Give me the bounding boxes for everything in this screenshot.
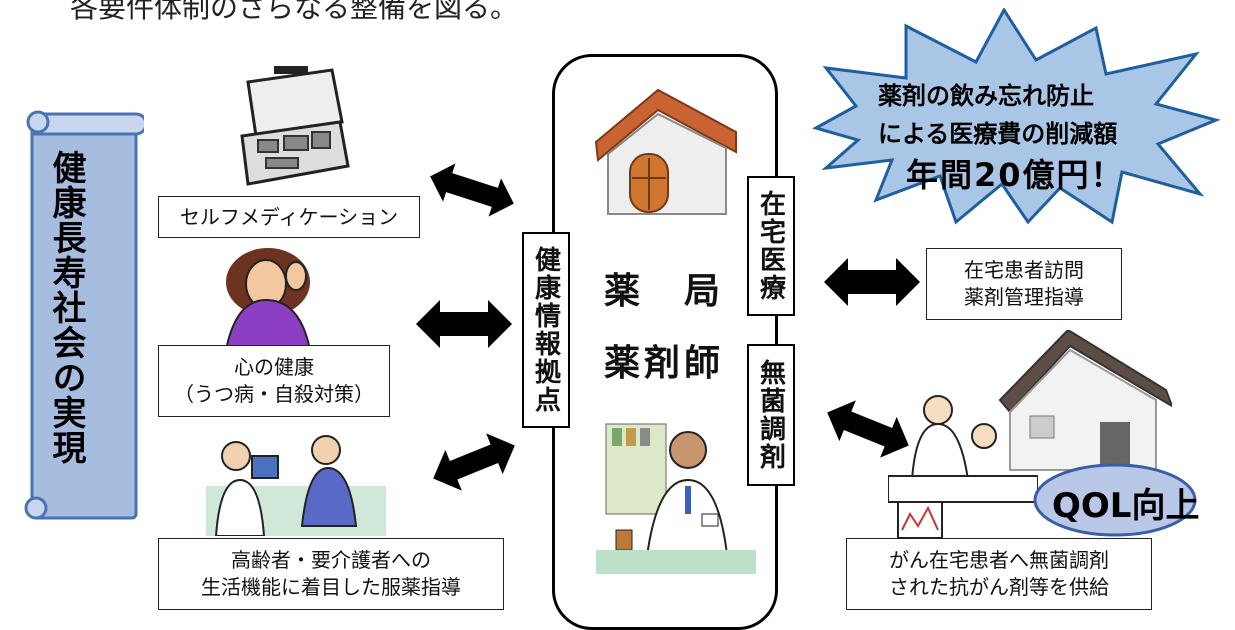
- pharmacy-house-icon: [594, 88, 737, 215]
- center-title-pharmacist: 薬剤師: [604, 343, 725, 384]
- arrow-middle-left: [416, 300, 512, 348]
- box-elderly-guidance: 高齢者・要介護者への 生活機能に着目した服薬指導: [158, 538, 504, 610]
- center-title-pharmacy: 薬 局: [604, 271, 725, 312]
- arrow-top-left: [430, 163, 514, 217]
- label-health-info-hub: 健康情報拠点: [522, 232, 570, 428]
- label-home-care: 在宅医療: [747, 176, 795, 316]
- scroll-banner: [24, 110, 144, 520]
- home-care-house-icon: [998, 330, 1172, 471]
- box-self-medication: セルフメディケーション: [158, 196, 420, 238]
- arrow-middle-right: [824, 258, 920, 306]
- patient-care-icon: [888, 395, 1038, 539]
- arrow-bottom-left: [433, 433, 515, 491]
- pharmacist-icon: [596, 423, 756, 574]
- first-aid-kit-icon: [240, 66, 350, 186]
- starburst-line-1: 薬剤の飲み忘れ防止: [878, 82, 1094, 110]
- stressed-woman-icon: [224, 248, 312, 350]
- label-sterile-compounding: 無菌調剤: [747, 344, 795, 486]
- box-home-visit: 在宅患者訪問 薬剤管理指導: [926, 248, 1122, 320]
- arrow-bottom-right: [827, 400, 909, 458]
- starburst-line-2: による医療費の削減額: [878, 120, 1118, 148]
- scroll-title: 健康長寿社会の実現: [46, 150, 86, 465]
- qol-label: QOL向上: [1052, 486, 1200, 526]
- savings-starburst: [812, 8, 1221, 225]
- top-text: 各要件体制のさらなる整備を図る。: [70, 0, 519, 24]
- pharmacist-counseling-icon: [206, 435, 386, 536]
- qol-ellipse: [1033, 463, 1197, 537]
- box-cancer-home-patients: がん在宅患者へ無菌調剤 された抗がん剤等を供給: [846, 538, 1152, 610]
- starburst-line-3: 年間20億円！: [906, 156, 1125, 194]
- box-mental-health: 心の健康 （うつ病・自殺対策）: [158, 345, 390, 417]
